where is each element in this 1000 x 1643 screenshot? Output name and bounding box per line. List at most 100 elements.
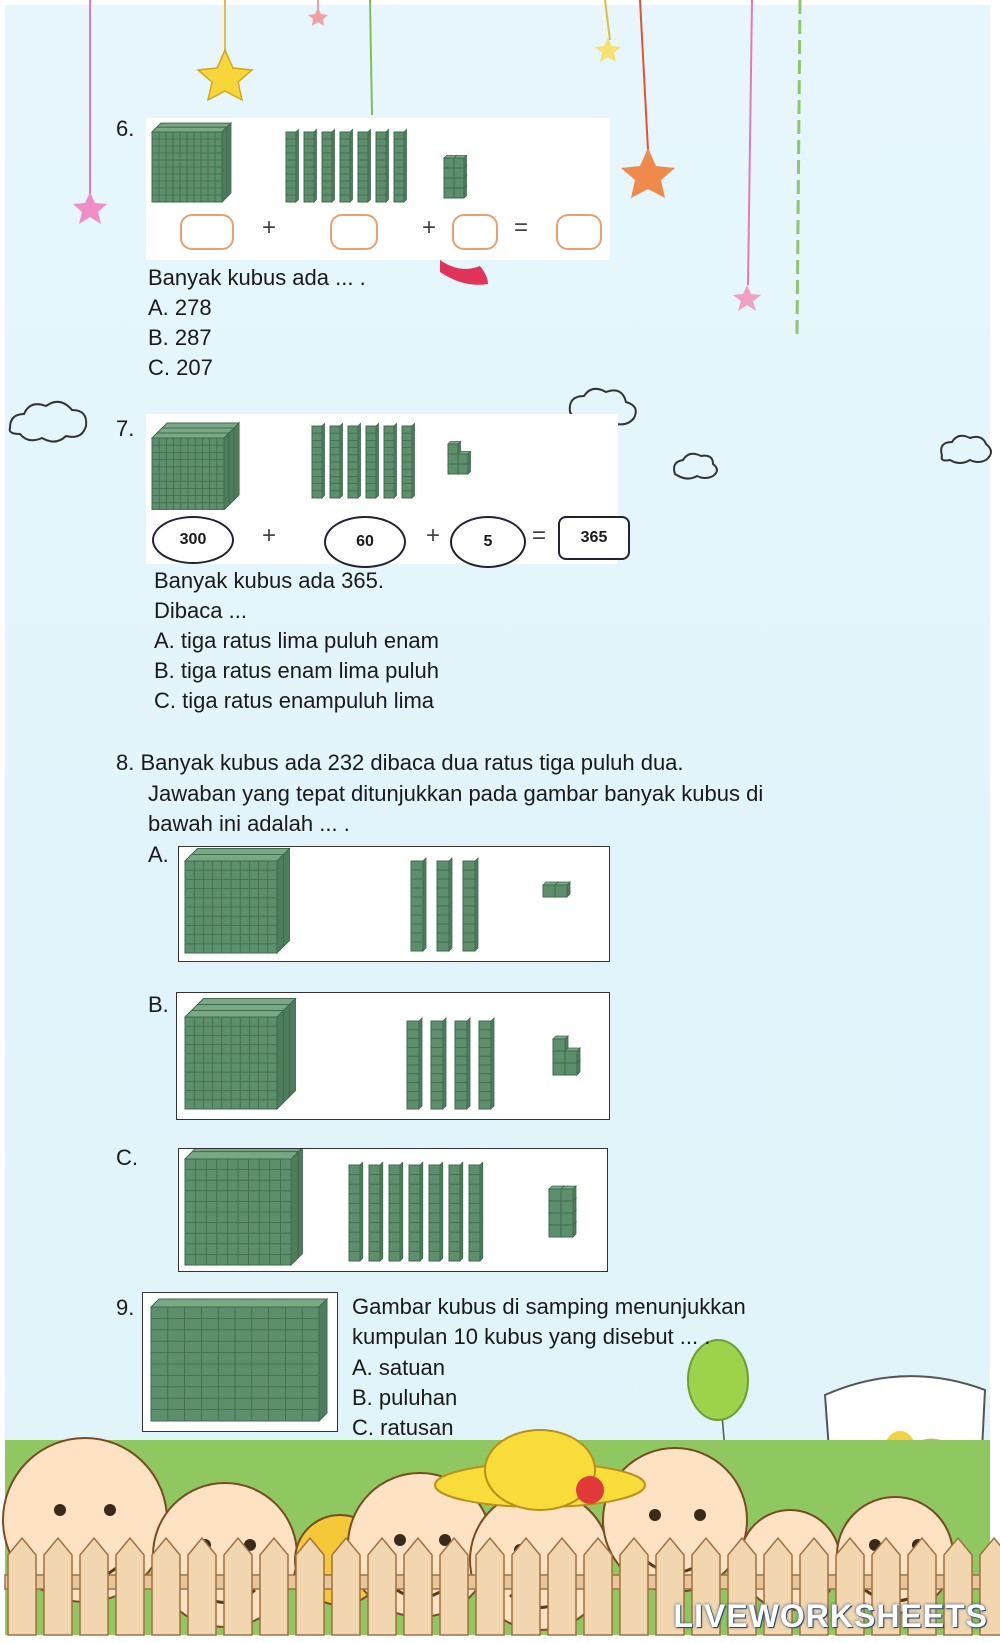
fence-picket <box>547 1536 577 1636</box>
q9-prompt-line2: kumpulan 10 kubus yang disebut ... . <box>352 1324 711 1349</box>
q7-hundreds-value: 300 <box>152 516 234 564</box>
fence-picket <box>223 1536 253 1636</box>
q9-prompt-line1: Gambar kubus di samping menunjukkan <box>352 1294 746 1319</box>
q8-choice-c-label: C. <box>116 1145 138 1170</box>
fence <box>4 1536 1000 1636</box>
fence-picket <box>79 1536 109 1636</box>
q6-tens-answer-box[interactable] <box>330 214 378 250</box>
cloud-icon <box>673 452 718 480</box>
q8-choice-c[interactable] <box>178 1148 608 1272</box>
q7-option-b[interactable]: B. tiga ratus enam lima puluh <box>154 658 439 683</box>
equals-sign: = <box>532 522 547 549</box>
ten-rod <box>368 1161 384 1262</box>
star-icon <box>733 285 761 311</box>
ten-rod <box>347 422 361 499</box>
fence-picket <box>511 1536 541 1636</box>
ten-rod <box>357 128 371 203</box>
fence-picket <box>799 1536 829 1636</box>
ten-rod <box>468 1161 484 1262</box>
hundred-flat <box>183 1150 300 1267</box>
q7-option-c[interactable]: C. tiga ratus enampuluh lima <box>154 688 435 713</box>
fence-picket <box>943 1536 973 1636</box>
fence-picket <box>367 1536 397 1636</box>
q8-choice-a[interactable] <box>178 846 610 962</box>
q9-option-a[interactable]: A. satuan <box>352 1355 445 1380</box>
fence-picket <box>43 1536 73 1636</box>
ten-rod <box>462 857 479 952</box>
q8-choice-b-label: B. <box>148 992 169 1017</box>
ten-rod <box>401 422 415 499</box>
unit-cube <box>447 440 462 455</box>
ten-rod <box>365 422 379 499</box>
q6-option-c[interactable]: C. 207 <box>148 355 213 380</box>
q8-choice-b[interactable] <box>176 992 610 1120</box>
ten-rod <box>348 1161 364 1262</box>
q9-number: 9. <box>116 1295 135 1320</box>
q9-option-b[interactable]: B. puluhan <box>352 1385 458 1410</box>
hundred-flat <box>149 1297 329 1423</box>
q7-option-a[interactable]: A. tiga ratus lima puluh enam <box>154 628 439 653</box>
q6-ones-answer-box[interactable] <box>452 214 498 250</box>
q8-prompt-line1: 8. Banyak kubus ada 232 dibaca dua ratus… <box>116 750 684 775</box>
unit-cube <box>554 881 571 898</box>
ten-rod <box>410 857 427 952</box>
q6-hundreds-answer-box[interactable] <box>180 214 234 250</box>
cloud-icon <box>940 434 992 464</box>
q7-prompt-line1: Banyak kubus ada 365. <box>154 568 384 593</box>
hanging-star-strings <box>89 0 802 336</box>
q7-ones-value: 5 <box>450 516 526 568</box>
fence-picket <box>835 1536 865 1636</box>
q8-choice-a-blocks <box>183 847 571 955</box>
q6-option-a[interactable]: A. 278 <box>148 295 212 320</box>
hundred-flat <box>183 853 285 955</box>
q7-blocks-panel <box>146 414 618 564</box>
q7-total-value: 365 <box>558 516 630 560</box>
fence-picket <box>151 1536 181 1636</box>
q7-number: 7. <box>116 416 135 441</box>
ten-rod <box>478 1017 495 1110</box>
plus-sign: + <box>422 214 437 241</box>
fence-picket <box>763 1536 793 1636</box>
fence-picket <box>907 1536 937 1636</box>
ten-rod <box>393 128 407 203</box>
hundred-flat <box>150 125 229 204</box>
q6-option-b[interactable]: B. 287 <box>148 325 212 350</box>
q8-choice-c-blocks <box>183 1149 577 1267</box>
ten-rod <box>329 422 343 499</box>
ten-rod <box>436 857 453 952</box>
fence-picket <box>115 1536 145 1636</box>
star-icon <box>73 192 107 224</box>
plus-sign: + <box>262 214 277 241</box>
ten-rod <box>388 1161 404 1262</box>
fence-picket <box>871 1536 901 1636</box>
fence-picket <box>331 1536 361 1636</box>
unit-cube <box>457 450 472 465</box>
fence-picket <box>727 1536 757 1636</box>
hundred-flat <box>150 431 231 510</box>
q8-prompt-line2: Jawaban yang tepat ditunjukkan pada gamb… <box>148 781 764 806</box>
star-icon <box>621 148 675 198</box>
fence-picket <box>691 1536 721 1636</box>
q8-choice-b-blocks <box>183 997 581 1111</box>
ten-rod <box>454 1017 471 1110</box>
fence-picket <box>7 1536 37 1636</box>
ten-rod <box>430 1017 447 1110</box>
ten-rod <box>428 1161 444 1262</box>
q8-choice-a-label: A. <box>148 842 169 867</box>
star-icon <box>308 8 328 26</box>
q6-total-answer-box[interactable] <box>556 214 602 250</box>
plus-sign: + <box>262 522 277 549</box>
ribbon-decoration <box>440 260 488 285</box>
ten-rod <box>408 1161 424 1262</box>
fence-picket <box>979 1536 1000 1636</box>
ten-rod <box>311 422 325 499</box>
star-icon <box>595 38 621 62</box>
q6-prompt: Banyak kubus ada ... . <box>148 265 366 290</box>
q9-image-frame <box>142 1292 338 1432</box>
fence-picket <box>403 1536 433 1636</box>
ten-rod <box>383 422 397 499</box>
ten-rod <box>303 128 317 203</box>
q9-option-c[interactable]: C. ratusan <box>352 1415 454 1440</box>
liveworksheets-logo: LIVEWORKSHEETS <box>673 1598 988 1634</box>
